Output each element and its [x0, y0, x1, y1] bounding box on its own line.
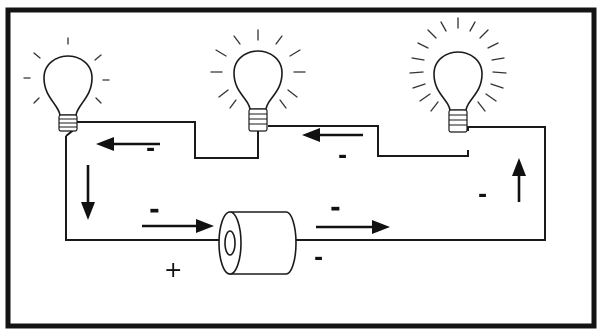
minus-sign-bottom-right: -	[330, 193, 341, 223]
battery-terminal	[224, 230, 236, 256]
left-bulb-glass	[43, 55, 93, 116]
plus-sign-battery: +	[164, 258, 182, 283]
middle-bulb-rays	[210, 29, 306, 109]
arrow-right-up	[512, 158, 526, 202]
circuit-wire	[65, 121, 546, 241]
arrow-left-down	[81, 165, 95, 220]
arrow-top-left	[96, 137, 160, 151]
right-bulb	[409, 17, 507, 133]
middle-bulb-glass	[233, 50, 283, 110]
minus-sign-bottom-left: -	[149, 195, 160, 225]
minus-sign-battery: -	[314, 246, 323, 271]
middle-bulb-base	[248, 108, 268, 132]
minus-sign-top-left: -	[146, 137, 155, 162]
arrow-bottom-left	[142, 219, 214, 233]
arrow-bottom-right	[316, 220, 390, 234]
diagram-frame	[5, 7, 597, 329]
middle-bulb	[210, 29, 306, 132]
right-bulb-glass	[433, 51, 483, 111]
battery-cell	[218, 211, 297, 275]
left-bulb	[23, 37, 110, 132]
right-bulb-base	[448, 109, 468, 133]
battery-body	[229, 211, 297, 275]
right-bulb-rays	[409, 17, 507, 112]
arrow-top-middle	[302, 128, 363, 142]
minus-sign-top-middle: -	[338, 144, 347, 169]
left-bulb-rays	[23, 37, 110, 104]
minus-sign-right: -	[478, 183, 487, 208]
